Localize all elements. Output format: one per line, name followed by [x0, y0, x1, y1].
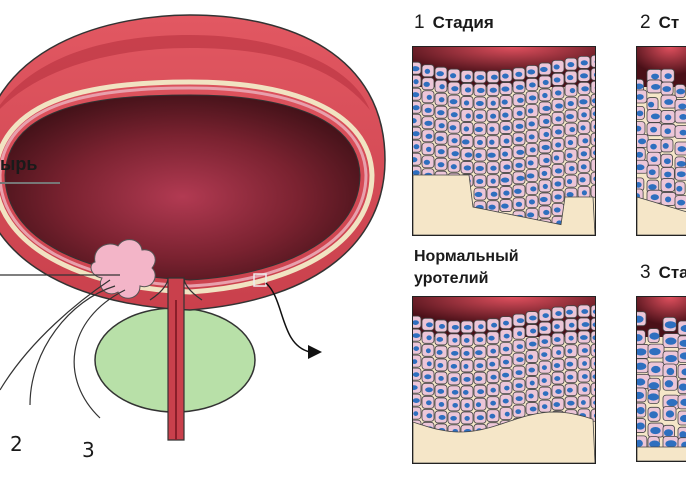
normal-panel: [412, 296, 596, 464]
normal-urothelium-label: Нормальный уротелий: [414, 248, 519, 287]
zoom-square: [253, 273, 267, 287]
pointer-label-3: 3: [82, 438, 95, 462]
stage-1-panel: [412, 46, 596, 236]
organ-label: ырь: [0, 154, 38, 174]
pointer-label-2: 2: [10, 432, 23, 456]
stage-2-panel: [636, 46, 686, 236]
tumor: [90, 239, 156, 299]
bladder-diagram: [0, 14, 386, 441]
stage-3-panel: [636, 296, 686, 462]
